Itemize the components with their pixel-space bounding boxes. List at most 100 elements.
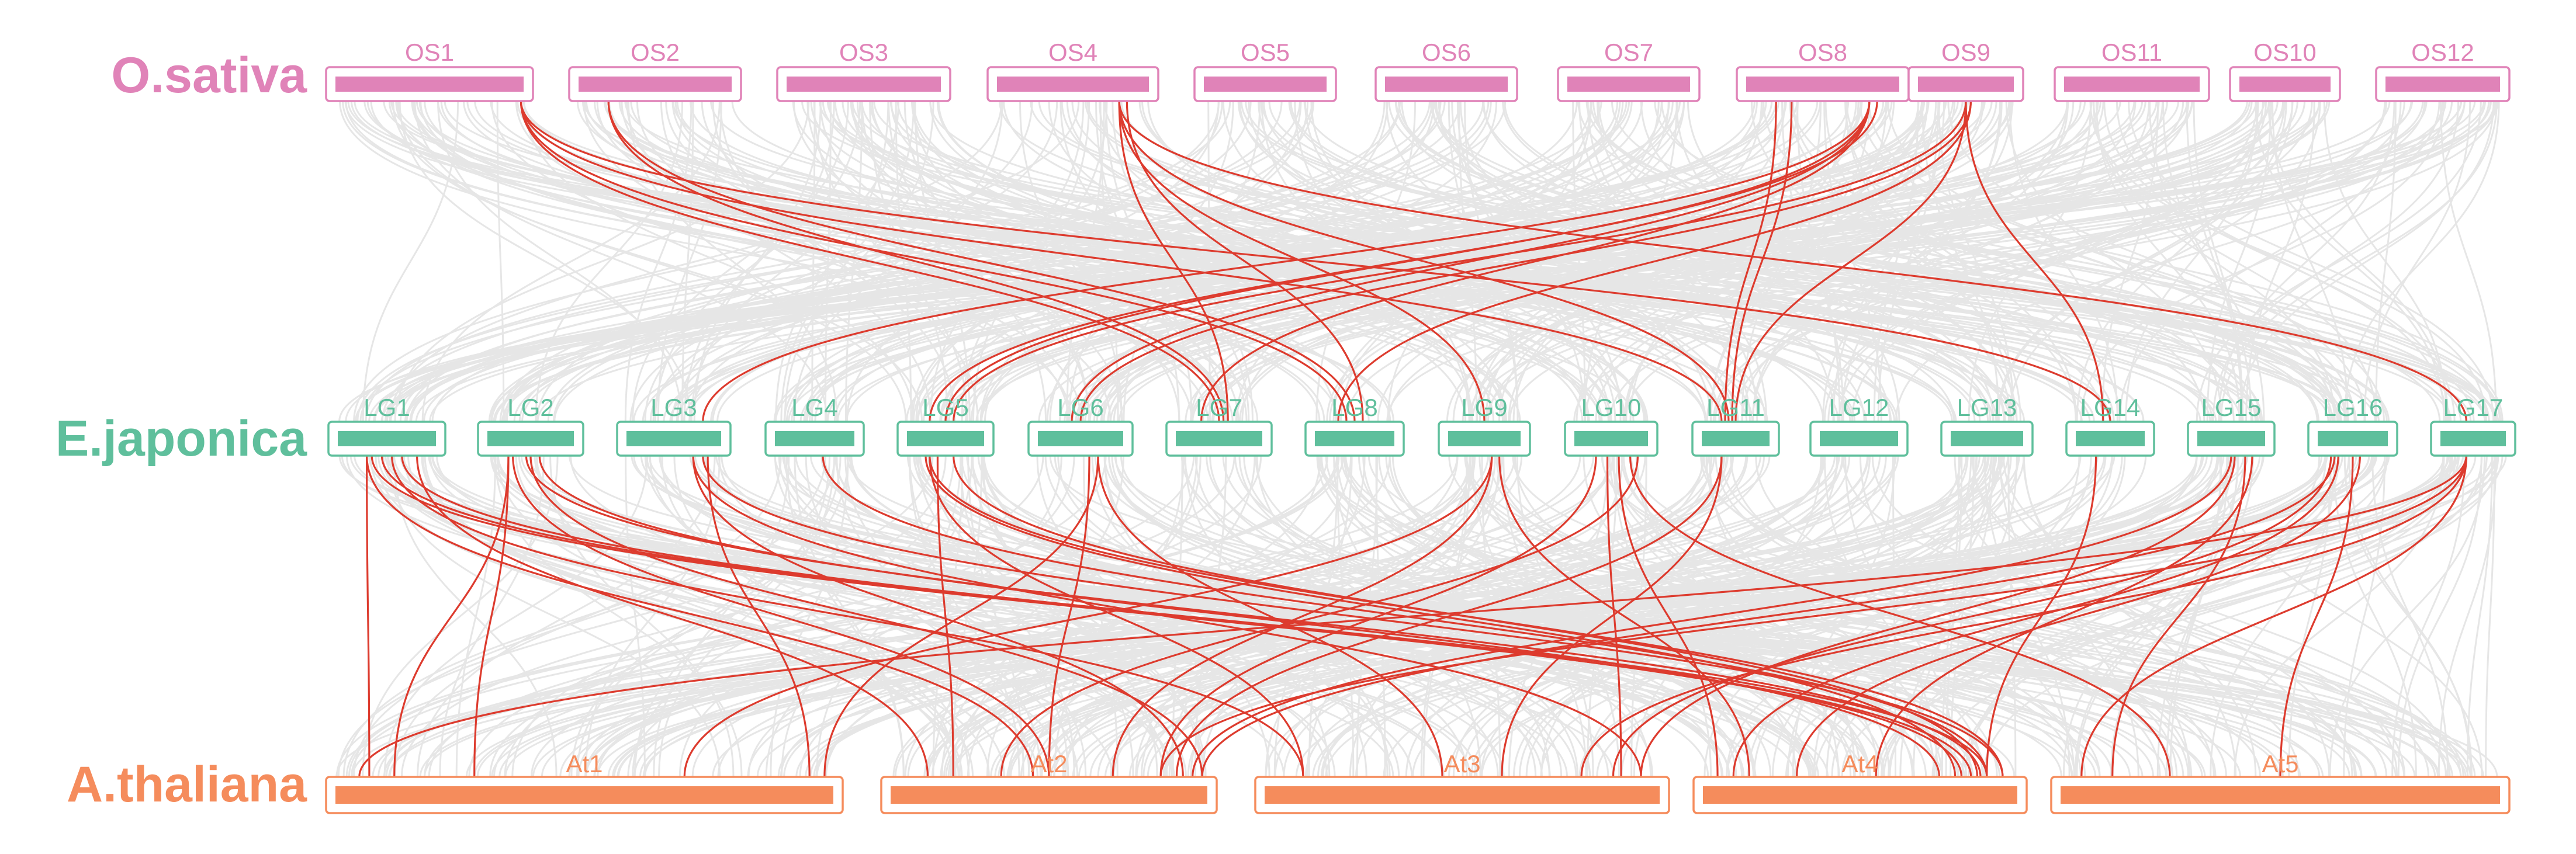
chromosome-label: LG15 [2201,394,2262,421]
highlighted-link [1337,100,1972,422]
background-link [1585,100,2501,422]
chromosome-label: LG2 [507,394,553,421]
background-link [1983,455,2483,777]
chromosome-bar [1702,431,1770,446]
background-link [491,100,1779,422]
chromosome-bar [1820,431,1898,446]
background-link [383,455,649,777]
background-link [1763,100,2235,422]
highlighted-link [953,455,1979,777]
chromosome-at1: At1 [325,750,844,814]
background-link [1950,455,1975,777]
highlighted-link [1501,455,1723,777]
background-link [1704,455,1978,777]
chromosome-bar [2318,431,2388,446]
background-link [834,100,1589,422]
background-link [826,100,2380,422]
highlighted-link [1724,100,1777,422]
background-link [1845,100,2014,422]
highlighted-link [1629,455,2171,777]
background-link [1964,455,2327,777]
chromosome-label: LG13 [1957,394,2017,421]
chromosome-label: LG17 [2443,394,2504,421]
background-link [873,100,2497,422]
chromosome-lg12: LG12 [1809,394,1909,457]
background-link [534,455,1173,777]
chromosome-label: OS4 [1048,39,1097,66]
highlighted-link [707,455,811,777]
chromosome-os11: OS11 [2054,39,2210,102]
highlighted-link [1200,100,1871,422]
background-link [1273,455,1353,777]
chromosome-label: OS3 [839,39,888,66]
highlighted-link [1498,455,1750,777]
background-link [1006,455,2453,777]
highlighted-link [702,455,2004,777]
background-link [1332,100,1670,422]
background-link [353,100,1080,422]
chromosome-bar [335,77,524,92]
chromosome-lg17: LG17 [2430,394,2516,457]
background-link [2219,455,2483,777]
background-link [1118,100,2424,422]
chromosome-bar [1448,431,1521,446]
highlighted-link [393,455,510,777]
background-link [1388,100,2319,422]
chromosome-bar [1204,77,1327,92]
background-link [1947,100,2366,422]
background-link [950,455,1321,777]
background-link [765,455,1062,777]
highlighted-link [473,455,510,777]
chromosome-lg13: LG13 [1940,394,2034,457]
highlighted-link [401,455,1962,777]
background-link [676,100,1855,422]
background-link [337,455,934,777]
background-link [1826,455,1996,777]
background-link [489,100,1993,422]
background-link [2440,100,2497,422]
background-link [1789,100,2121,422]
background-link [1190,100,1765,422]
background-link [356,100,1313,422]
highlighted-link [692,455,1642,777]
chromosome-lg3: LG3 [616,394,732,457]
background-link [660,100,932,422]
background-link [1479,100,1924,422]
background-link [1007,455,1646,777]
chromosome-bar [1265,786,1660,804]
background-link [570,455,1413,777]
background-link [378,455,1394,777]
background-link [1466,455,1914,777]
chromosome-label: LG5 [922,394,968,421]
background-link [816,455,962,777]
chromosome-os9: OS9 [1907,39,2024,102]
highlighted-link [1612,455,2332,777]
chromosome-label: LG6 [1057,394,1103,421]
chromosome-label: LG12 [1829,394,1889,421]
chromosome-bar [1038,431,1123,446]
chromosome-os12: OS12 [2375,39,2511,102]
chromosome-label: LG14 [2080,394,2141,421]
highlighted-link [358,455,2467,777]
background-link [1113,100,1862,422]
background-link [1049,100,1389,422]
chromosome-label: LG8 [1331,394,1377,421]
chromosome-label: OS2 [631,39,680,66]
background-link [392,100,923,422]
highlighted-link [1000,455,1639,777]
chromosome-lg15: LG15 [2187,394,2276,457]
background-link [1941,455,1960,777]
background-link [2003,455,2451,777]
background-link [895,100,912,422]
background-link [1753,455,2092,777]
highlighted-link [1118,100,1730,422]
background-link [417,455,716,777]
background-link [632,455,955,777]
background-link [2397,455,2482,777]
highlighted-link [925,455,1957,777]
background-link [2437,455,2497,777]
background-link [393,455,782,777]
background-link [1085,100,2258,422]
background-link [981,100,2270,422]
